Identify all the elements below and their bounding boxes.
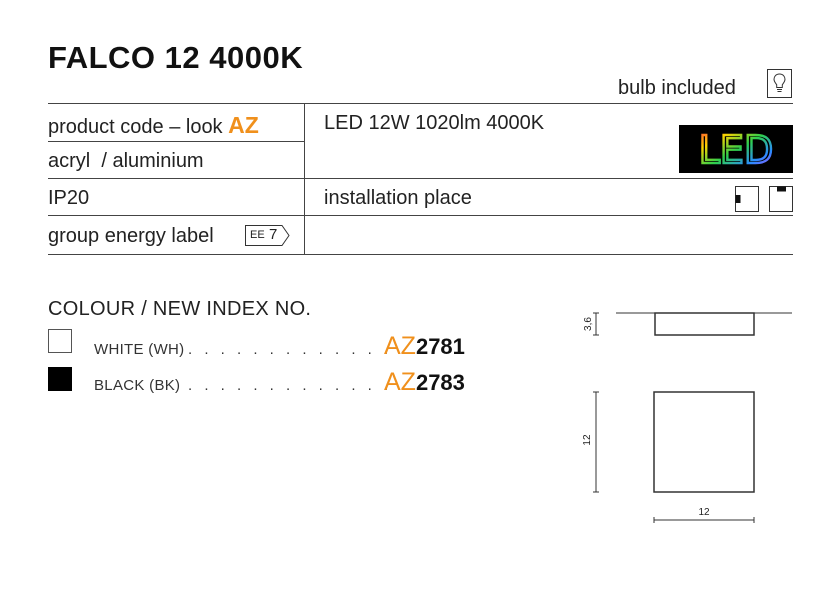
bulb-included-label: bulb included [618,77,736,99]
depth-dim-label: 12 [582,434,593,446]
height-dim-label: 3,6 [583,317,594,331]
table-rule [48,141,304,142]
lightbulb-icon [767,69,792,98]
brand-code: AZ [228,112,259,138]
table-rule [48,178,793,179]
white-swatch [48,329,72,353]
colour-name-black: BLACK (BK) [94,377,181,394]
colour-code-black: AZ2783 [384,368,465,397]
led-logo: LED [679,125,793,173]
energy-badge-value: 7 [269,226,278,243]
side-view-body [654,312,755,336]
energy-badge-text: EE [250,229,265,241]
technical-drawing: 3,6 12 12 [582,312,792,523]
table-rule [48,215,793,216]
colour-section-title: COLOUR / NEW INDEX NO. [48,298,312,320]
material-text: acryl / aluminium [48,150,204,172]
wall-mount-icon [735,186,759,212]
code-number: 2783 [415,370,465,395]
light-source-text: LED 12W 1020lm 4000K [324,112,545,134]
leader-dots: . . . . . . . . . . . . . . [188,341,409,358]
led-logo-text: LED [699,128,773,172]
colour-code-white: AZ2781 [384,332,465,361]
width-dim-label: 12 [698,507,710,518]
table-rule-top [48,103,793,104]
code-prefix: AZ [384,368,416,396]
product-title: FALCO 12 4000K [48,40,304,75]
ceiling-mount-icon [769,186,793,212]
installation-place-text: installation place [324,187,472,209]
code-prefix: AZ [384,332,416,360]
colour-name-white: WHITE (WH) [94,341,185,358]
code-number: 2781 [415,334,465,359]
energy-label-text: group energy label [48,225,214,247]
table-divider [304,103,305,254]
energy-class-badge: EE 7 [245,225,290,246]
black-swatch [48,367,72,391]
product-code-row: product code – look AZ [48,112,259,139]
ip-rating-text: IP20 [48,187,90,209]
top-view-body [653,391,755,493]
table-rule-bottom [48,254,793,255]
leader-dots: . . . . . . . . . . . . . . [188,377,409,394]
product-code-label: product code – look [48,116,223,138]
